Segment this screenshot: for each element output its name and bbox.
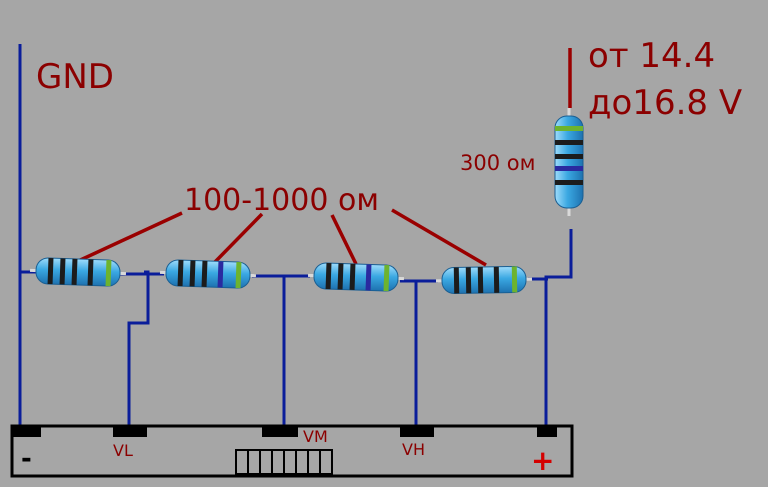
resistor-r4	[435, 265, 533, 295]
pad-vh	[400, 425, 434, 437]
bms-board: - VL VM VH +	[10, 424, 574, 478]
pointer-r1	[75, 211, 183, 264]
pointer-r2	[211, 212, 264, 266]
supply-label-line2: до16.8 V	[588, 83, 742, 123]
blue-wires	[18, 44, 573, 428]
series-resistor-label: 300 ом	[460, 151, 535, 175]
pointer-r4	[391, 208, 487, 267]
resistor-r3	[307, 262, 405, 292]
gnd-label: GND	[36, 57, 114, 97]
vh-label: VH	[402, 440, 425, 459]
supply-label-line1: от 14.4	[588, 36, 715, 76]
resistor-r2	[159, 259, 257, 289]
resistor-300	[554, 108, 584, 216]
wire-300-to-plus	[544, 229, 573, 428]
pad-vl	[113, 425, 147, 437]
pad-minus	[13, 425, 41, 437]
pad-vm	[262, 425, 298, 437]
resistor-r1	[29, 257, 127, 287]
divider-resistors-label: 100-1000 ом	[184, 183, 379, 218]
red-wires	[75, 48, 572, 267]
plus-label: +	[531, 444, 554, 477]
vl-label: VL	[113, 441, 133, 460]
connector-grid	[235, 449, 333, 475]
minus-label: -	[21, 444, 32, 474]
vm-label: VM	[303, 427, 328, 446]
pointer-r3	[330, 214, 358, 265]
wire-vl	[127, 270, 150, 428]
pad-plus	[537, 425, 557, 437]
